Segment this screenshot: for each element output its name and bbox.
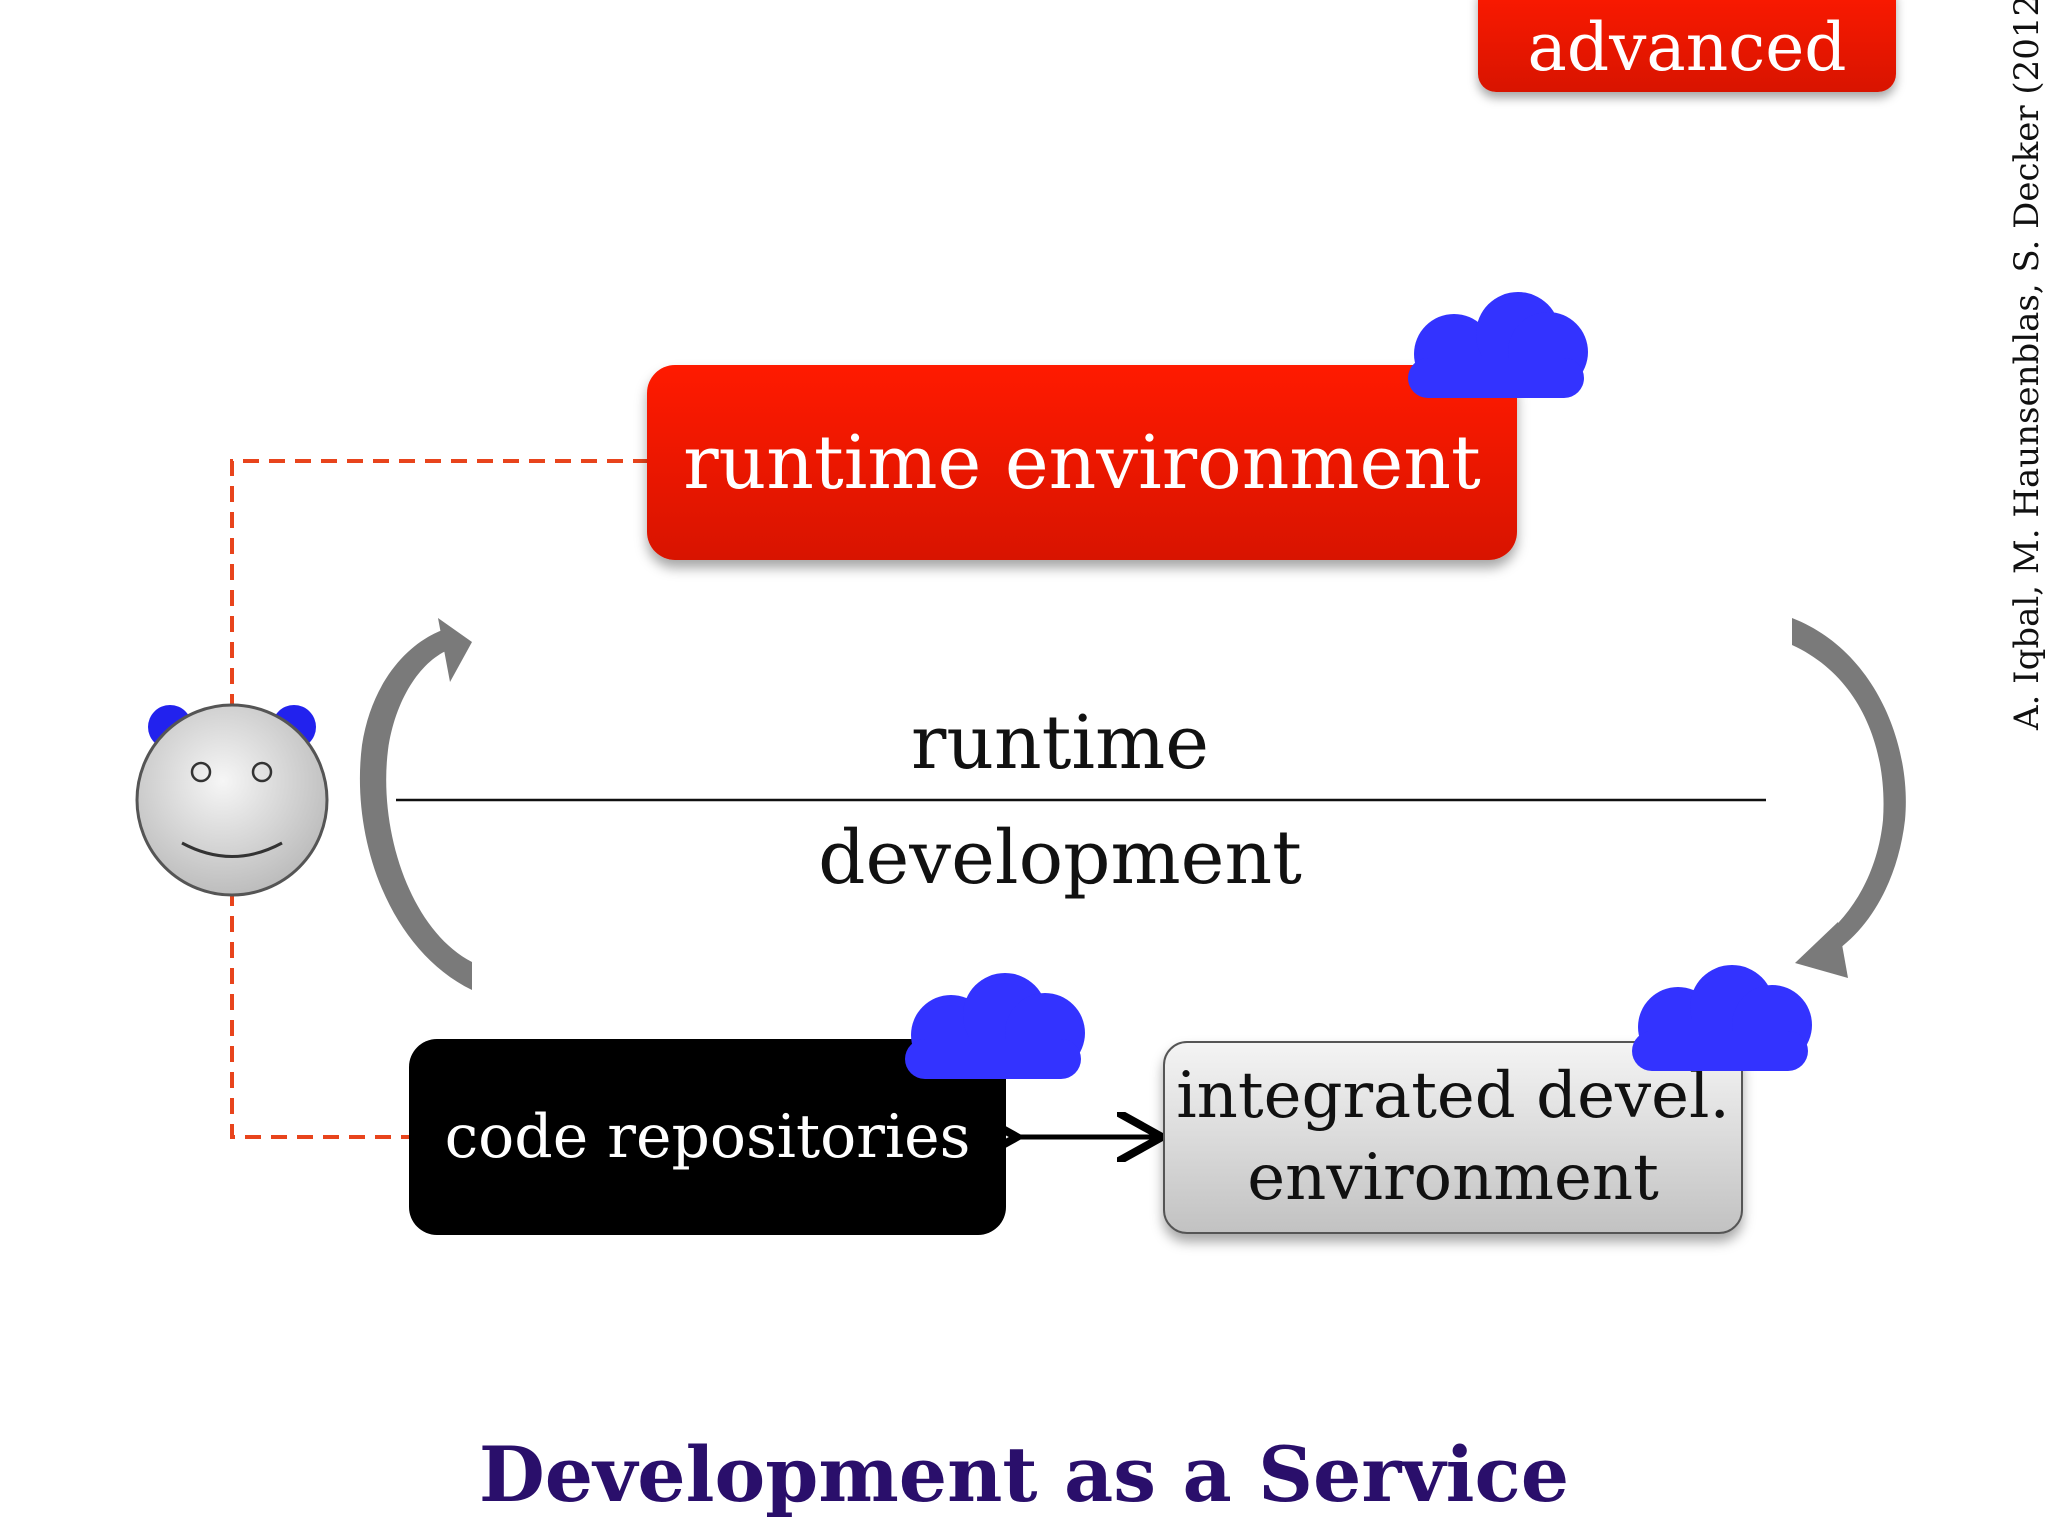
advanced-badge: advanced bbox=[1478, 0, 1896, 92]
citation-credit: A. Iqbal, M. Haunsenblas, S. Decker (201… bbox=[2007, 0, 2047, 730]
runtime-layer-label: runtime bbox=[910, 700, 1210, 786]
runtime-environment-label: runtime environment bbox=[683, 419, 1481, 506]
smiley-face-icon bbox=[135, 703, 329, 897]
curved-arrow-icon bbox=[359, 618, 472, 990]
ide-label-line1: integrated devel. bbox=[1176, 1058, 1730, 1133]
code-repositories-label: code repositories bbox=[444, 1102, 971, 1172]
slide-title: Development as a Service bbox=[478, 1430, 1570, 1519]
ide-box[interactable]: integrated devel. environment bbox=[1163, 1041, 1743, 1234]
runtime-environment-box[interactable]: runtime environment bbox=[647, 365, 1517, 560]
code-repositories-box[interactable]: code repositories bbox=[409, 1039, 1006, 1235]
development-layer-label: development bbox=[818, 815, 1302, 901]
dashed-connector-runtime bbox=[230, 459, 647, 710]
dashed-connector-repos bbox=[230, 890, 409, 1139]
advanced-badge-label: advanced bbox=[1527, 8, 1847, 86]
ide-label-line2: environment bbox=[1247, 1140, 1659, 1215]
curved-arrow-icon bbox=[1792, 618, 1906, 978]
